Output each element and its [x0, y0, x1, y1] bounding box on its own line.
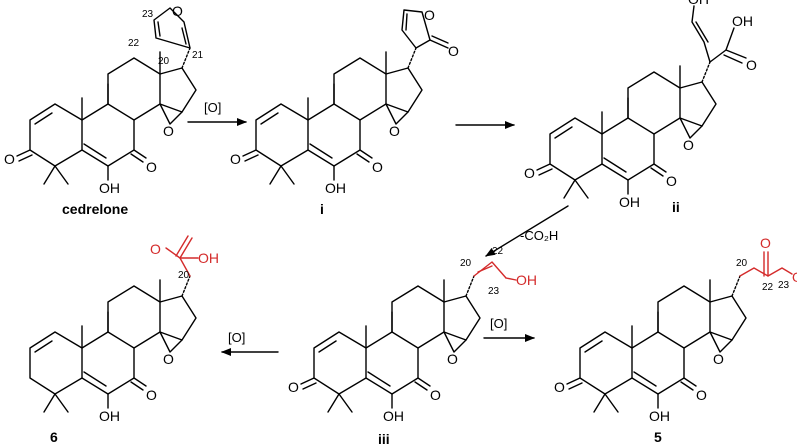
label-c23: 23	[488, 286, 500, 297]
c3-ketone-oxygen: O	[524, 165, 535, 181]
label-c20: 20	[736, 258, 748, 269]
label-c23: 23	[778, 280, 790, 291]
compound-cedrelone: O O OH O O 23 22 21 20 cedrelone	[4, 3, 204, 217]
enol-hydroxyl: OH	[383, 408, 404, 424]
c7-ketone-oxygen: O	[430, 387, 441, 403]
primary-alcohol: OH	[688, 0, 709, 7]
c7-ketone-oxygen: O	[146, 387, 157, 403]
compound-label-i: i	[320, 201, 324, 217]
enol-hydroxyl: OH	[619, 194, 640, 210]
lactone-oxygen: O	[424, 7, 435, 23]
compound-i: O O OH O O O i	[230, 7, 459, 217]
compound-label-6: 6	[50, 429, 58, 445]
compound-label-cedrelone: cedrelone	[62, 201, 128, 217]
primary-alcohol: OH	[792, 269, 797, 285]
c3-ketone-oxygen: O	[554, 379, 565, 395]
compound-ii: O O OH O OH OH O ii	[524, 0, 757, 215]
carboxylic-acid-oh: OH	[198, 250, 219, 266]
ketone-oxygen: O	[760, 235, 771, 251]
c7-ketone-oxygen: O	[696, 387, 707, 403]
condition-decarboxylation: -CO₂H	[520, 228, 558, 243]
condition-oxidation-1: [O]	[204, 100, 221, 115]
c3-ketone-oxygen: O	[288, 379, 299, 395]
carbonyl-oxygen: O	[448, 43, 459, 59]
c3-ketone-oxygen: O	[230, 151, 241, 167]
carboxylic-acid-oxygen: O	[746, 57, 757, 73]
butenolide-ring	[401, 9, 431, 49]
enol-hydroxyl: OH	[99, 180, 120, 196]
acid-carbonyl-oxygen: O	[150, 241, 161, 257]
c7-ketone-oxygen: O	[146, 159, 157, 175]
compound-label-5: 5	[654, 429, 662, 445]
arrow-decarboxylation	[485, 205, 569, 257]
compound-iii: O O OH O 20 22 23 OH iii	[288, 246, 537, 445]
primary-alcohol: OH	[516, 272, 537, 288]
c7-ketone-oxygen: O	[666, 173, 677, 189]
label-c23: 23	[142, 9, 154, 20]
epoxide-oxygen: O	[163, 123, 174, 139]
c7-ketone-oxygen: O	[372, 159, 383, 175]
compound-label-iii: iii	[378, 431, 390, 445]
compound-6: O OH O O OH 20 6	[29, 235, 219, 445]
compound-5: O O OH O O OH 20 22 23 5	[554, 235, 797, 445]
epoxide-oxygen: O	[447, 351, 458, 367]
epoxide-oxygen: O	[389, 123, 400, 139]
label-c22: 22	[762, 282, 774, 293]
enol-hydroxyl: OH	[325, 180, 346, 196]
label-c20: 20	[460, 258, 472, 269]
compound-label-ii: ii	[672, 199, 680, 215]
label-c21: 21	[192, 50, 204, 61]
label-c22: 22	[128, 38, 140, 49]
epoxide-oxygen: O	[163, 351, 174, 367]
furan-ring	[153, 7, 191, 49]
label-c20: 20	[178, 270, 190, 281]
epoxide-oxygen: O	[713, 351, 724, 367]
epoxide-oxygen: O	[683, 137, 694, 153]
condition-oxidation-to-6: [O]	[228, 330, 245, 345]
c3-ketone-oxygen: O	[4, 151, 15, 167]
label-c22: 22	[492, 246, 504, 257]
carboxylic-acid-oh: OH	[732, 13, 753, 29]
label-c20: 20	[158, 56, 170, 67]
condition-oxidation-to-5: [O]	[490, 316, 507, 331]
enol-hydroxyl: OH	[649, 408, 670, 424]
furan-oxygen: O	[172, 3, 183, 19]
enol-hydroxyl: OH	[99, 408, 120, 424]
